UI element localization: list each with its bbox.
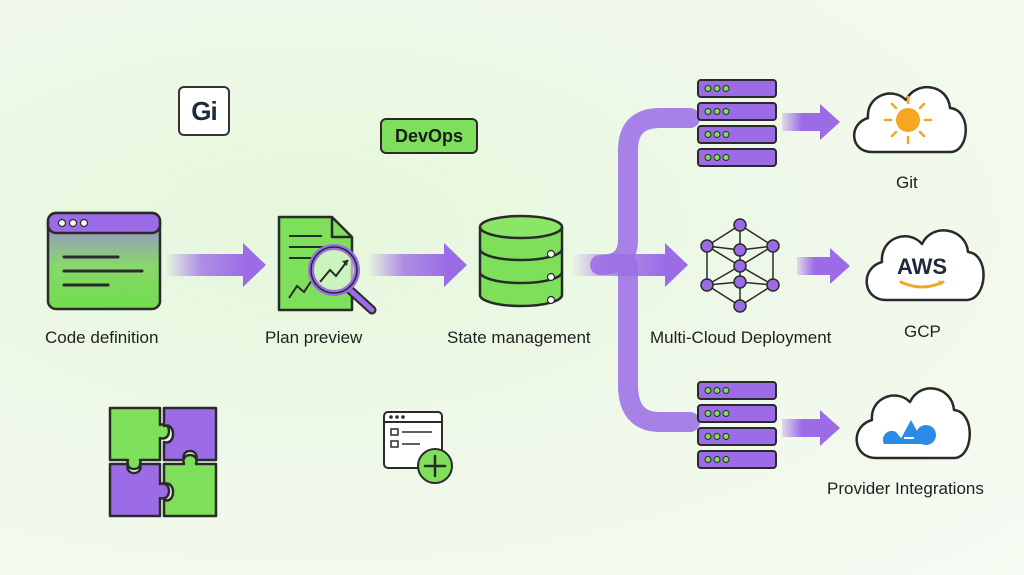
label-multi-cloud: Multi-Cloud Deployment <box>650 328 832 347</box>
sun-cloud-icon <box>852 85 967 154</box>
aws-cloud-icon: AWS <box>865 229 985 302</box>
label-state-management: State management <box>447 328 591 347</box>
server-rack-top-icon <box>697 79 777 167</box>
devops-badge: DevOps <box>380 118 478 154</box>
label-gcp: GCP <box>904 322 941 341</box>
label-git: Git <box>896 173 918 192</box>
label-code-definition: Code definition <box>45 328 159 347</box>
integrations-cloud-icon <box>855 387 971 460</box>
add-form-icon <box>383 411 453 484</box>
label-provider-integrations: Provider Integrations <box>827 479 984 498</box>
arrow-to-git <box>782 104 840 140</box>
label-plan-preview: Plan preview <box>265 328 363 347</box>
magnifier-icon <box>308 244 377 315</box>
arrow-plan-to-state <box>368 243 467 287</box>
server-rack-bottom-icon <box>697 381 777 469</box>
branch-connector <box>590 108 700 432</box>
arrow-code-to-plan <box>165 243 266 287</box>
network-mesh-icon <box>700 218 780 313</box>
code-window-icon <box>46 211 162 311</box>
aws-logo-text: AWS <box>897 254 947 279</box>
gi-logo-badge: Gi <box>178 86 230 136</box>
arrow-to-integrations <box>782 410 840 446</box>
arrow-to-aws <box>797 248 850 284</box>
gi-logo-text: Gi <box>191 95 217 126</box>
puzzle-icon <box>108 406 218 518</box>
database-icon <box>478 214 564 308</box>
